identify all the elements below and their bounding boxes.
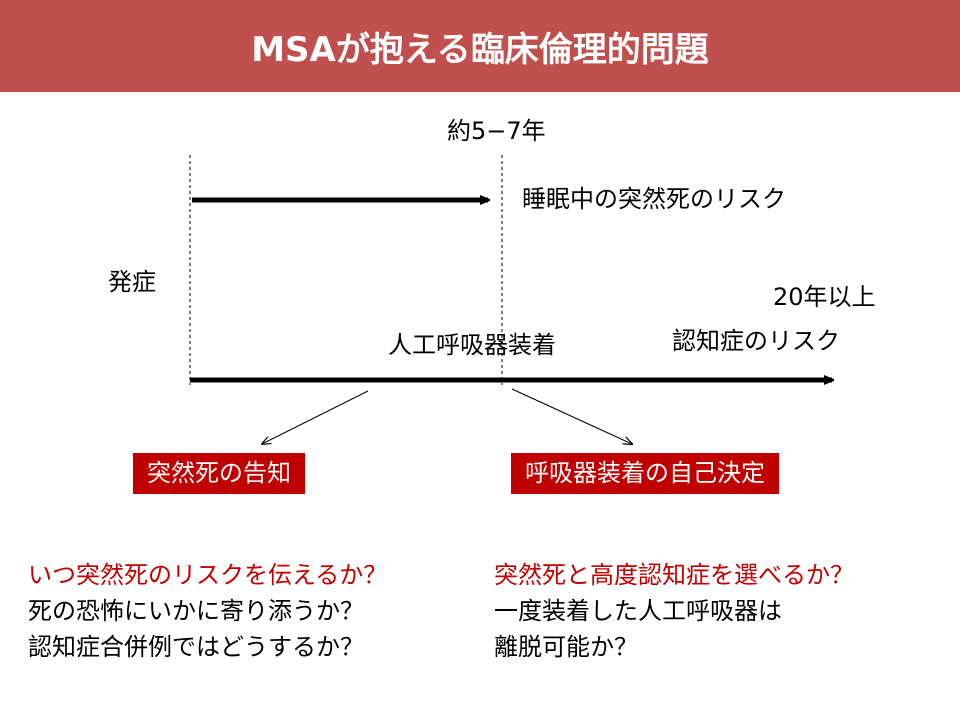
dementia-risk-label: 認知症のリスク [672, 327, 840, 355]
question-right-1: 突然死と高度認知症を選べるか？ [494, 561, 854, 589]
page-title: MSAが抱える臨床倫理的問題 [251, 29, 709, 70]
question-right-3: 離脱可能か？ [494, 633, 638, 661]
disclosure-box: 突然死の告知 [133, 453, 305, 494]
title-bar: MSAが抱える臨床倫理的問題 [0, 0, 960, 92]
ventilation-label: 人工呼吸器装着 [388, 331, 556, 359]
onset-label: 発症 [108, 268, 156, 296]
question-right-2: 一度装着した人工呼吸器は [494, 597, 782, 625]
disclosure-pointer-arrow [262, 390, 369, 444]
question-left-1: いつ突然死のリスクを伝えるか？ [28, 561, 388, 589]
questions-right: 突然死と高度認知症を選べるか？ 一度装着した人工呼吸器は 離脱可能か？ [494, 557, 854, 665]
duration-short-label: 約5−7年 [447, 117, 546, 145]
questions-left: いつ突然死のリスクを伝えるか？ 死の恐怖にいかに寄り添うか？ 認知症合併例ではど… [28, 557, 387, 665]
duration-long-label: 20年以上 [773, 283, 876, 311]
question-left-2: 死の恐怖にいかに寄り添うか？ [28, 597, 364, 625]
self-decision-box: 呼吸器装着の自己決定 [511, 453, 779, 494]
decision-pointer-arrow [511, 388, 632, 444]
question-left-3: 認知症合併例ではどうするか？ [28, 633, 364, 661]
sleep-death-risk-label: 睡眠中の突然死のリスク [522, 185, 786, 213]
